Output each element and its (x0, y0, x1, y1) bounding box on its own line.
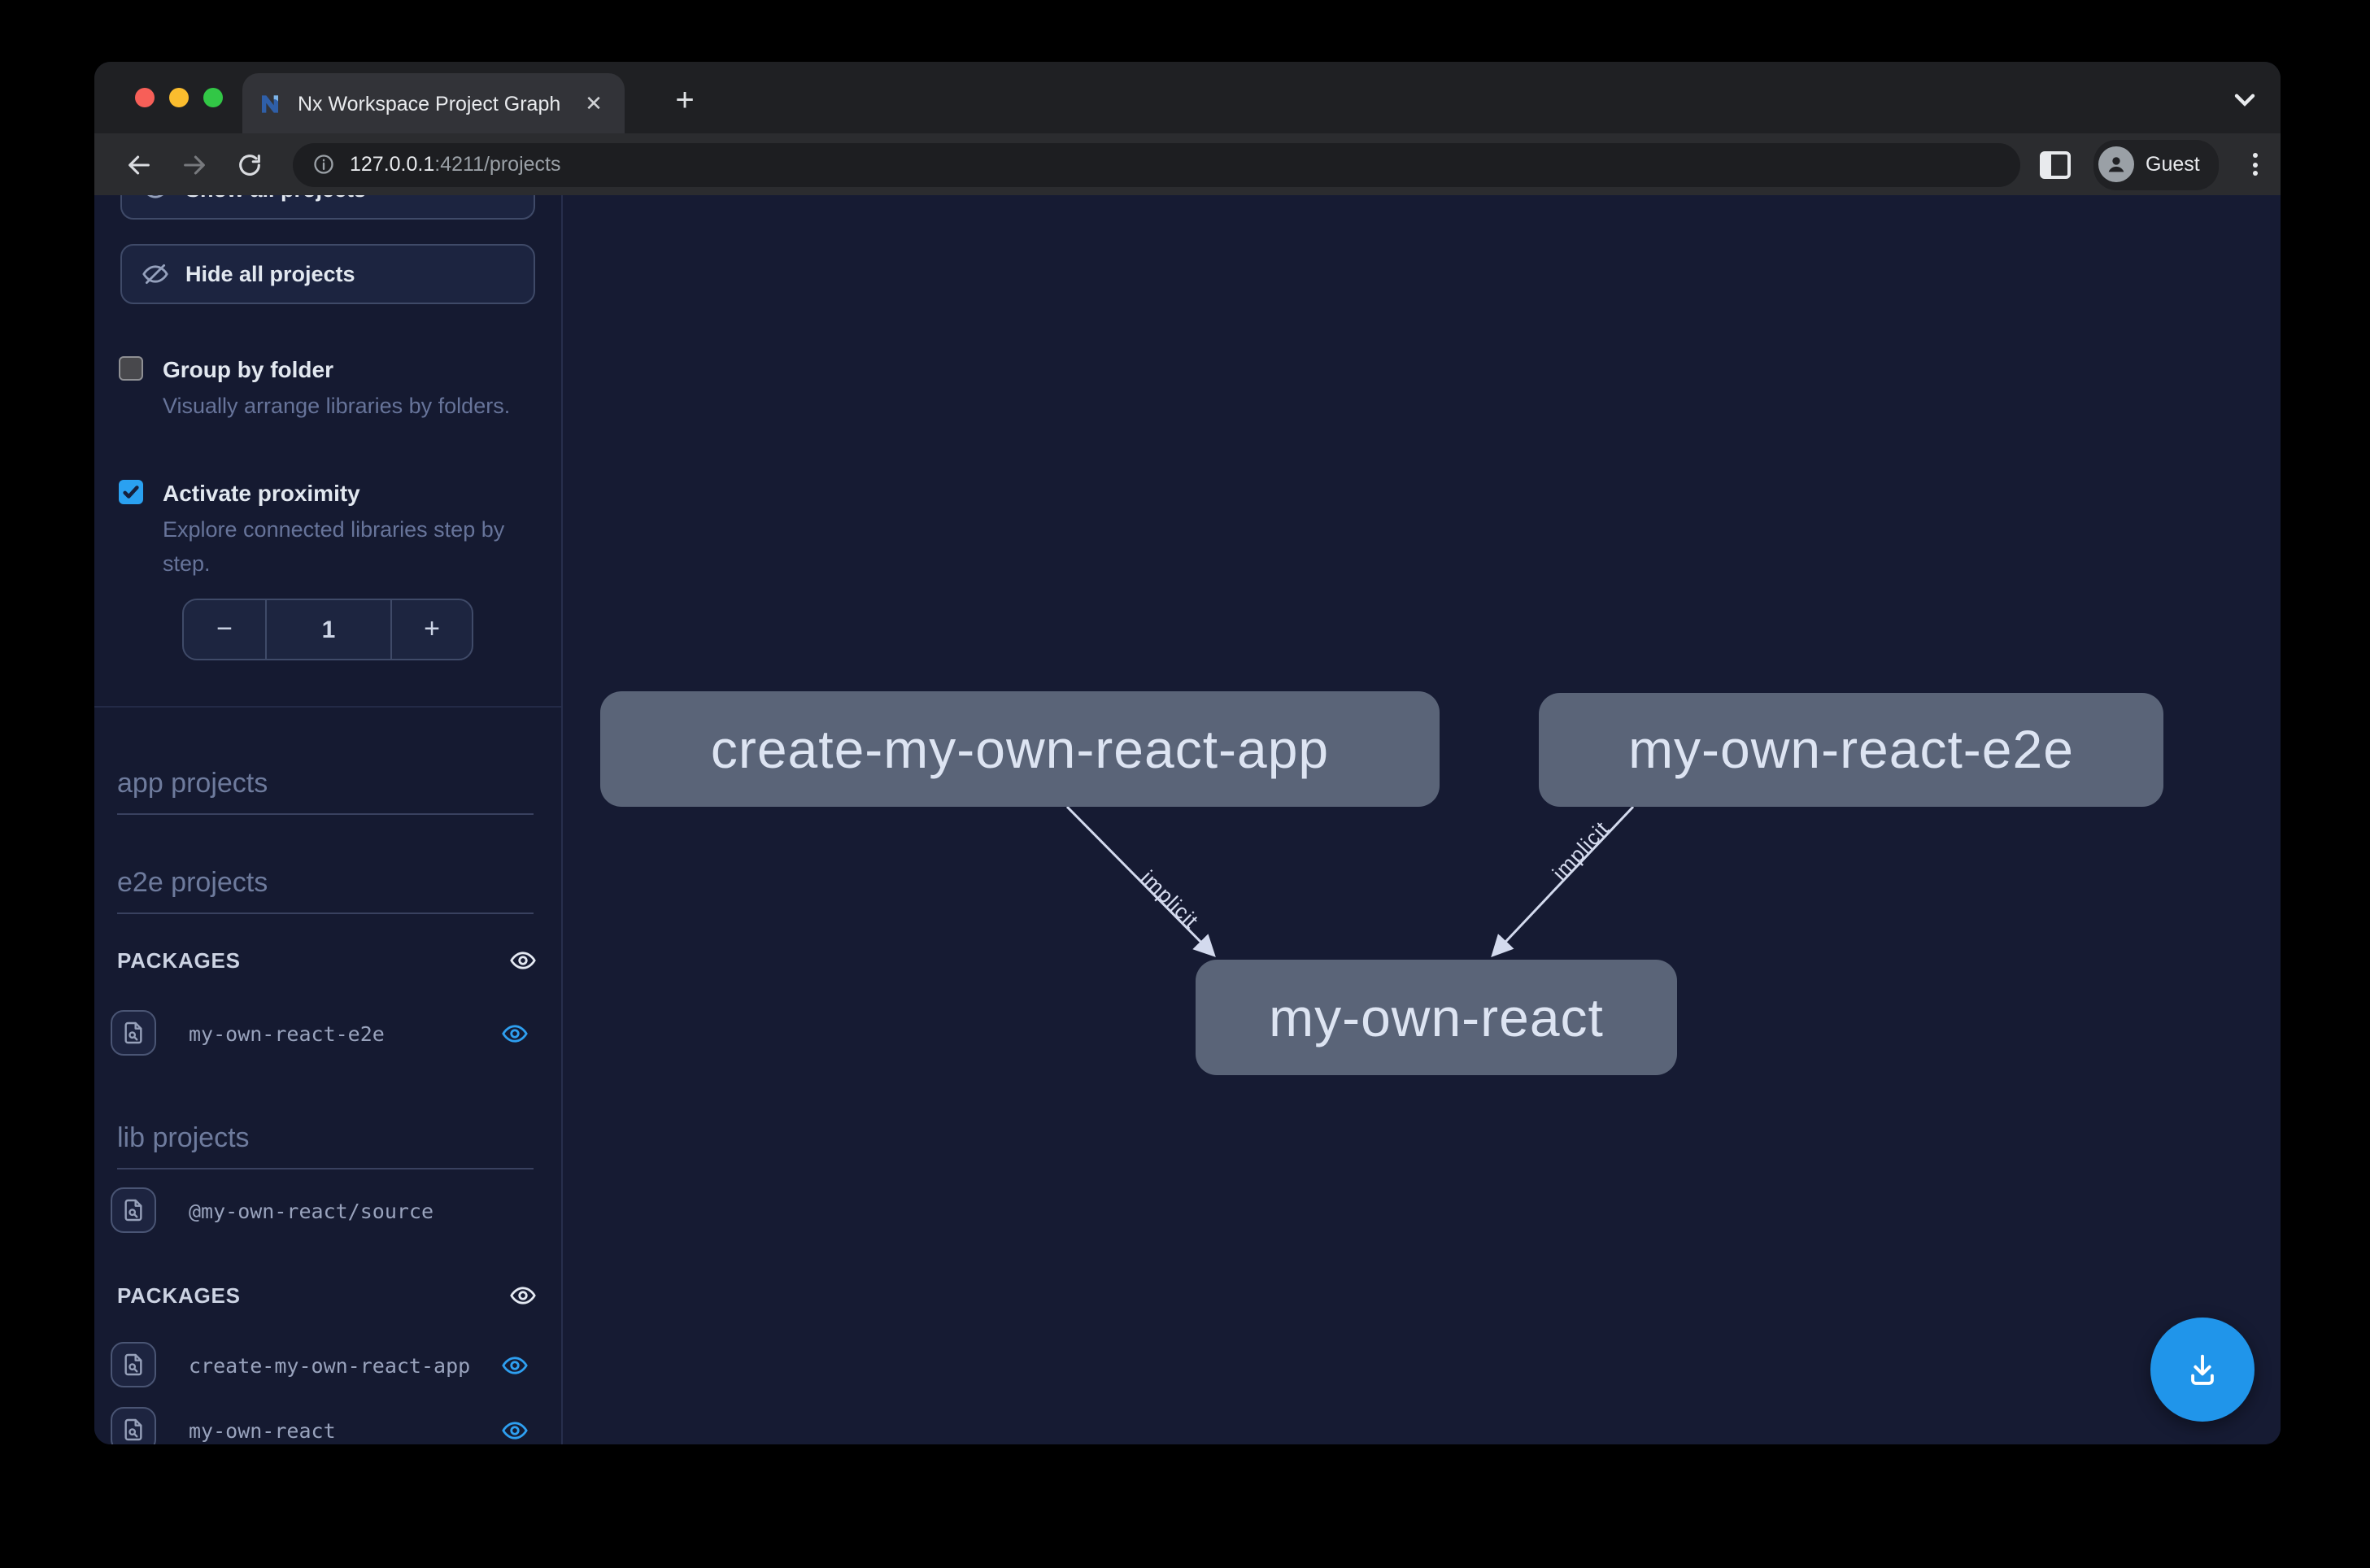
graph-node-my-own-react-e2e[interactable]: my-own-react-e2e (1539, 693, 2163, 807)
packages-label: PACKAGES (117, 1283, 241, 1308)
toggle-group-visibility-eye-icon[interactable] (509, 1282, 537, 1309)
activate-proximity-label: Activate proximity (163, 480, 360, 506)
edge-label-implicit: implicit (1548, 817, 1614, 885)
url-path: :4211/projects (434, 153, 561, 176)
project-name: my-own-react-e2e (189, 1021, 385, 1045)
app-content: Show all projects Hide all projects Grou… (94, 195, 2281, 1444)
group-by-folder-option: Group by folder Visually arrange librari… (119, 355, 538, 423)
list-item-create-my-own-react-app[interactable]: create-my-own-react-app (111, 1340, 537, 1389)
project-name: create-my-own-react-app (189, 1352, 471, 1377)
hide-all-projects-label: Hide all projects (185, 262, 355, 286)
fullscreen-window-button[interactable] (203, 88, 223, 107)
proximity-depth-value: 1 (321, 616, 336, 643)
project-graph-canvas[interactable]: implicit implicit create-my-own-react-ap… (563, 195, 2281, 1444)
back-arrow-icon (128, 155, 149, 174)
side-panel-icon[interactable] (2040, 150, 2071, 178)
reload-icon (238, 154, 259, 175)
minimize-window-button[interactable] (169, 88, 189, 107)
graph-edges: implicit implicit (1065, 805, 1635, 957)
profile-button[interactable]: Guest (2093, 139, 2220, 189)
profile-name: Guest (2146, 153, 2200, 176)
group-by-folder-description: Visually arrange libraries by folders. (163, 394, 511, 418)
site-info-icon[interactable] (312, 153, 335, 176)
focus-project-button[interactable] (111, 1407, 156, 1444)
activate-proximity-description: Explore connected libraries step by step… (163, 517, 505, 576)
increment-button[interactable]: + (390, 600, 472, 659)
new-tab-button[interactable]: + (675, 83, 695, 119)
toggle-visibility-eye-icon[interactable] (501, 1351, 529, 1379)
tab-nx-workspace[interactable]: Nx Workspace Project Graph ✕ (242, 73, 625, 133)
nx-logo-icon (262, 94, 278, 112)
show-all-projects-label: Show all projects (185, 195, 366, 202)
toggle-visibility-eye-icon[interactable] (501, 1416, 529, 1444)
list-item-my-own-react[interactable]: my-own-react (111, 1405, 537, 1444)
toggle-visibility-eye-icon[interactable] (501, 1019, 529, 1047)
file-search-icon (124, 1199, 142, 1222)
close-window-button[interactable] (135, 88, 155, 107)
decrement-button[interactable]: − (184, 600, 267, 659)
file-search-icon (124, 1418, 142, 1441)
graph-node-my-own-react[interactable]: my-own-react (1196, 960, 1677, 1075)
tab-strip: Nx Workspace Project Graph ✕ + (94, 62, 2281, 133)
project-name: my-own-react (189, 1418, 336, 1442)
forward-arrow-icon (183, 155, 204, 174)
forward-button[interactable] (172, 143, 215, 185)
reload-button[interactable] (228, 143, 270, 185)
app-projects-heading: app projects (117, 768, 534, 815)
project-name: @my-own-react/source (189, 1198, 434, 1222)
eye-off-icon (142, 264, 168, 285)
proximity-depth-stepper: − 1 + (182, 599, 473, 660)
edge-e2e-to-my-own-react (1491, 805, 1635, 957)
packages-subheading-lib: PACKAGES (117, 1282, 537, 1309)
file-search-icon (124, 1353, 142, 1376)
tab-search-chevron-icon[interactable] (2228, 83, 2261, 115)
edge-create-app-to-my-own-react (1065, 805, 1216, 957)
back-button[interactable] (117, 143, 159, 185)
browser-window: Nx Workspace Project Graph ✕ + 127.0.0.1… (94, 62, 2281, 1444)
sidebar: Show all projects Hide all projects Grou… (94, 195, 563, 1444)
activate-proximity-option: Activate proximity Explore connected lib… (119, 478, 538, 581)
toggle-group-visibility-eye-icon[interactable] (509, 947, 537, 974)
tab-close-icon[interactable]: ✕ (585, 90, 603, 115)
browser-toolbar: 127.0.0.1:4211/projects Guest (94, 133, 2281, 195)
focus-project-button[interactable] (111, 1010, 156, 1056)
avatar-icon (2098, 146, 2134, 182)
list-item-my-own-react-e2e[interactable]: my-own-react-e2e (111, 1008, 537, 1057)
packages-subheading-e2e: PACKAGES (117, 947, 537, 974)
focus-project-button[interactable] (111, 1342, 156, 1387)
download-graph-button[interactable] (2150, 1318, 2255, 1422)
tab-title: Nx Workspace Project Graph (298, 92, 561, 115)
group-by-folder-checkbox[interactable] (119, 356, 143, 381)
download-icon (2191, 1354, 2214, 1385)
list-item-my-own-react-source[interactable]: @my-own-react/source (111, 1186, 537, 1235)
check-icon (123, 486, 139, 499)
e2e-projects-heading: e2e projects (117, 867, 534, 914)
toolbar-right-group: Guest (2040, 139, 2278, 189)
group-by-folder-label: Group by folder (163, 356, 333, 382)
edge-label-implicit: implicit (1136, 865, 1204, 933)
address-bar[interactable]: 127.0.0.1:4211/projects (293, 142, 2020, 186)
url-host: 127.0.0.1 (350, 153, 435, 176)
file-search-icon (124, 1021, 142, 1044)
activate-proximity-checkbox[interactable] (119, 480, 143, 504)
sidebar-divider (94, 706, 561, 708)
menu-kebab-icon[interactable] (2242, 150, 2268, 179)
packages-label: PACKAGES (117, 948, 241, 973)
eye-icon (147, 195, 163, 198)
hide-all-projects-button[interactable]: Hide all projects (120, 244, 535, 304)
graph-node-create-my-own-react-app[interactable]: create-my-own-react-app (600, 691, 1440, 807)
focus-project-button[interactable] (111, 1187, 156, 1233)
show-all-projects-button[interactable]: Show all projects (120, 195, 535, 220)
lib-projects-heading: lib projects (117, 1122, 534, 1169)
